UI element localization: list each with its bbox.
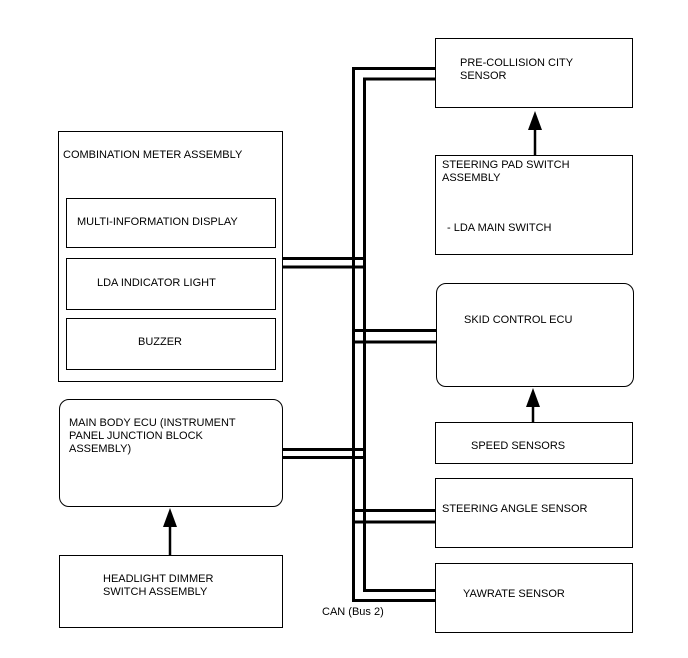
branch-combination-meter [283, 257, 366, 269]
node-main-body-ecu: MAIN BODY ECU (INSTRUMENT PANEL JUNCTION… [59, 399, 283, 507]
node-main-body-ecu-label: MAIN BODY ECU (INSTRUMENT PANEL JUNCTION… [69, 417, 236, 455]
branch-steering-angle-sensor [352, 509, 437, 524]
node-combination-meter-assembly-label: COMBINATION METER ASSEMBLY [63, 149, 243, 161]
node-speed-sensors: SPEED SENSORS [435, 422, 633, 464]
arrow-head-speedsensors-to-skid [526, 388, 540, 407]
node-steering-angle-sensor-label: STEERING ANGLE SENSOR [442, 503, 588, 515]
node-pre-collision-city-sensor-label: PRE-COLLISION CITY SENSOR [460, 57, 574, 82]
node-yawrate-sensor: YAWRATE SENSOR [435, 563, 633, 633]
node-speed-sensors-label: SPEED SENSORS [471, 440, 566, 452]
node-multi-information-display: MULTI-INFORMATION DISPLAY [66, 198, 276, 248]
node-multi-information-display-label: MULTI-INFORMATION DISPLAY [77, 216, 238, 228]
node-lda-indicator-light: LDA INDICATOR LIGHT [66, 258, 276, 310]
bus-trunk-outer-line [352, 67, 437, 602]
node-skid-control-ecu-label: SKID CONTROL ECU [464, 314, 573, 326]
node-steering-pad-switch-assembly: STEERING PAD SWITCH ASSEMBLY - LDA MAIN … [435, 155, 633, 255]
can-bus-label: CAN (Bus 2) [322, 606, 384, 618]
node-steering-angle-sensor: STEERING ANGLE SENSOR [435, 478, 633, 548]
branch-main-body-ecu [283, 448, 366, 459]
node-buzzer: BUZZER [66, 318, 276, 370]
node-lda-main-switch-item: - LDA MAIN SWITCH [447, 222, 552, 234]
node-headlight-dimmer-switch-assembly-label: HEADLIGHT DIMMER SWITCH ASSEMBLY [103, 573, 214, 598]
branch-skid-control-ecu [352, 329, 437, 344]
node-pre-collision-city-sensor: PRE-COLLISION CITY SENSOR [435, 38, 633, 108]
node-buzzer-label: BUZZER [138, 336, 182, 348]
node-yawrate-sensor-label: YAWRATE SENSOR [463, 588, 565, 600]
node-skid-control-ecu: SKID CONTROL ECU [436, 283, 634, 387]
arrow-head-steeringpad-to-precollision [528, 111, 542, 130]
arrow-head-headlight-to-mainbody [163, 508, 177, 527]
node-lda-indicator-light-label: LDA INDICATOR LIGHT [97, 277, 216, 289]
bus-trunk-inner-line [363, 77, 437, 592]
node-steering-pad-switch-assembly-label: STEERING PAD SWITCH ASSEMBLY [442, 159, 570, 184]
node-headlight-dimmer-switch-assembly: HEADLIGHT DIMMER SWITCH ASSEMBLY [59, 555, 283, 628]
